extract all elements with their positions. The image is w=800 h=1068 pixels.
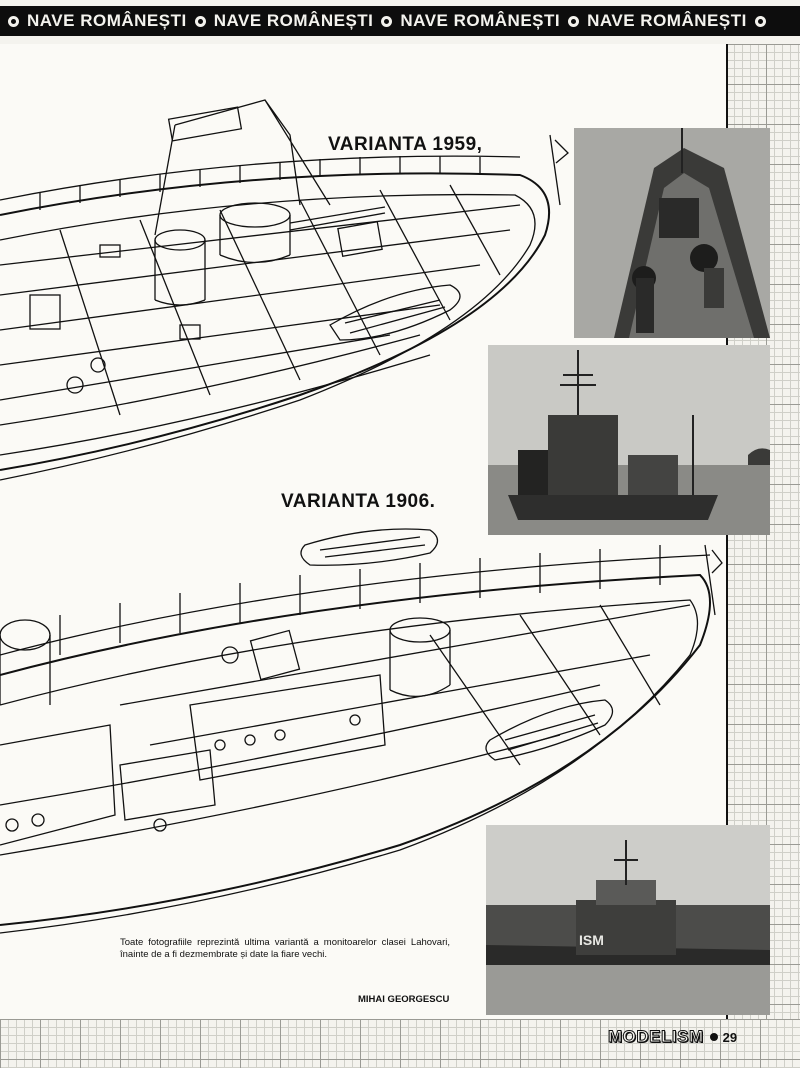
photo-deck-view bbox=[574, 128, 770, 338]
bullet-icon bbox=[754, 15, 766, 27]
ship-drawing-1959 bbox=[0, 99, 569, 481]
footer-magazine: MODELISM 29 bbox=[608, 1027, 738, 1047]
photo-ship-moored: ISM bbox=[486, 825, 770, 1015]
graph-paper-bottom bbox=[0, 1019, 800, 1068]
header-item: NAVE ROMÂNEȘTI bbox=[0, 11, 187, 31]
bullet-icon bbox=[8, 15, 19, 27]
header-item: NAVE ROMÂNEȘTI bbox=[373, 11, 560, 31]
header-band: NAVE ROMÂNEȘTI NAVE ROMÂNEȘTI NAVE ROMÂN… bbox=[0, 6, 800, 36]
header-title: NAVE ROMÂNEȘTI bbox=[27, 11, 187, 30]
photo-caption: Toate fotografiile reprezintă ultima var… bbox=[120, 937, 450, 960]
header-title: NAVE ROMÂNEȘTI bbox=[400, 11, 561, 30]
page-number: 29 bbox=[722, 1029, 738, 1045]
header-title: NAVE ROMÂNEȘTI bbox=[587, 11, 747, 30]
hull-marking: ISM bbox=[579, 932, 604, 948]
photo-ship-at-sea bbox=[488, 345, 770, 535]
bullet-icon bbox=[381, 15, 393, 27]
bullet-icon bbox=[568, 15, 580, 27]
variant-1959-title: VARIANTA 1959, bbox=[328, 134, 483, 155]
ship-drawing-1906 bbox=[0, 528, 723, 934]
header-item: NAVE ROMÂNEȘTI bbox=[187, 11, 374, 31]
magazine-name: MODELISM bbox=[608, 1027, 704, 1047]
bullet-icon bbox=[709, 1033, 718, 1041]
header-item: NAVE ROMÂNEȘTI bbox=[560, 11, 774, 31]
variant-1906-title: VARIANTA 1906. bbox=[281, 491, 436, 512]
header-title: NAVE ROMÂNEȘTI bbox=[213, 11, 374, 30]
author-name: MIHAI GEORGESCU bbox=[358, 994, 450, 1005]
bullet-icon bbox=[194, 15, 206, 27]
